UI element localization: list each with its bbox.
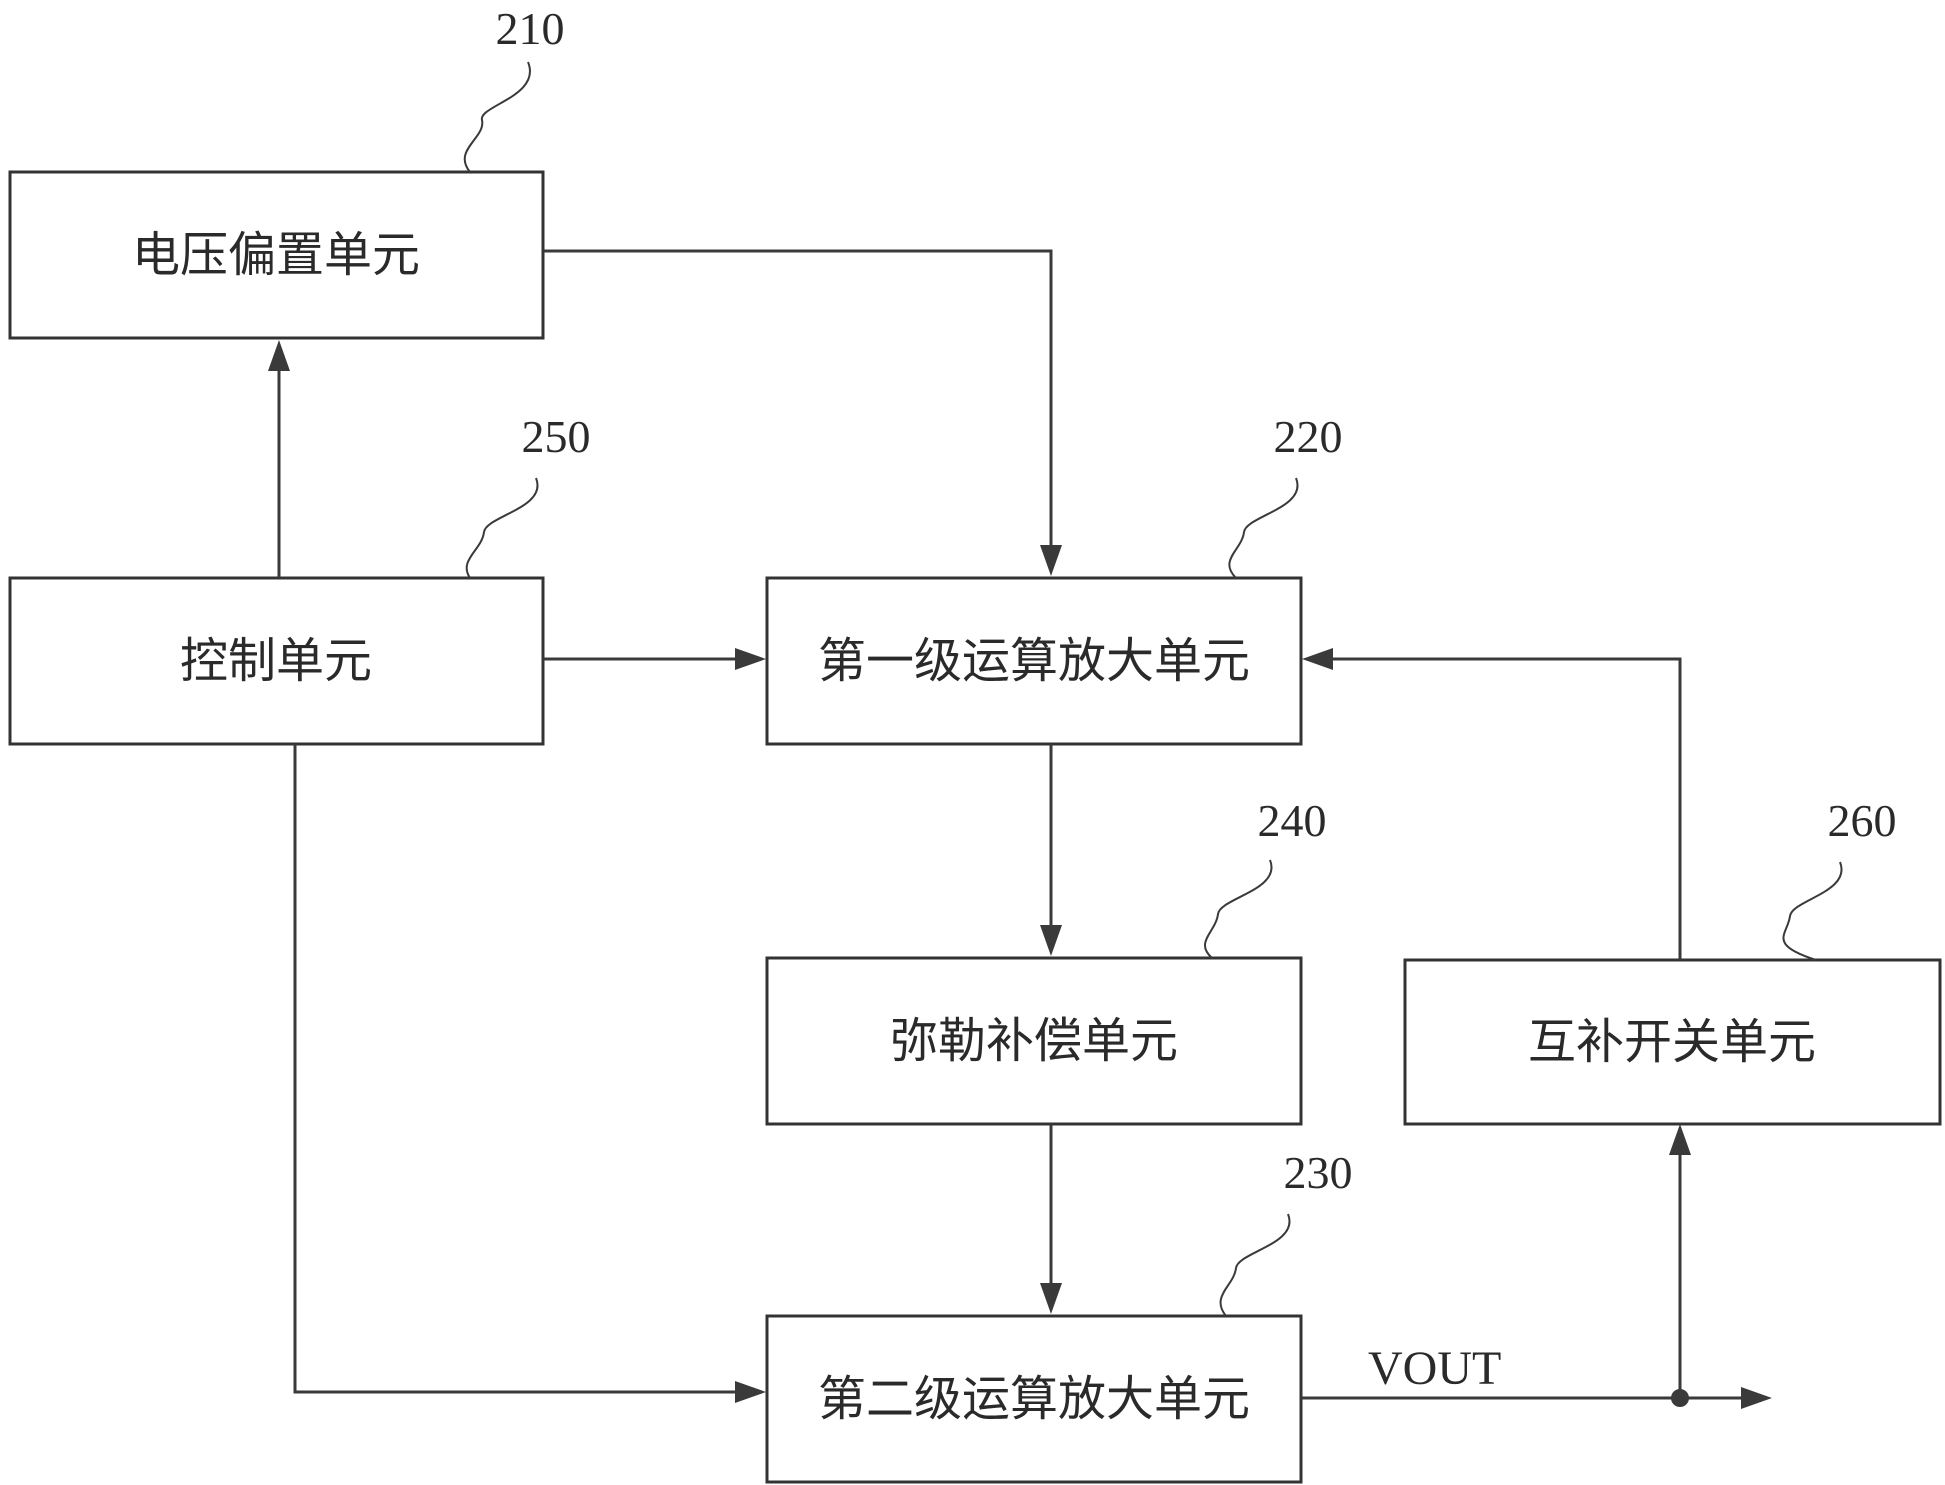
arrowhead-down-icon bbox=[1040, 545, 1062, 576]
ref-220: 220 bbox=[1228, 411, 1343, 579]
second-stage-amp-block: 第二级运算放大单元 bbox=[765, 1314, 1303, 1484]
wire-switch-to-first-stage bbox=[1302, 648, 1682, 960]
voltage-bias-block: 电压偏置单元 bbox=[8, 170, 545, 340]
miller-compensation-block: 弥勒补偿单元 bbox=[765, 956, 1303, 1126]
miller-compensation-label: 弥勒补偿单元 bbox=[890, 1013, 1178, 1069]
ref-250-label: 250 bbox=[522, 411, 591, 462]
wire-voltage-bias-to-first-stage bbox=[543, 249, 1062, 576]
second-stage-amp-label: 第二级运算放大单元 bbox=[818, 1371, 1250, 1427]
arrowhead-up-icon bbox=[1669, 1124, 1691, 1155]
arrowhead-down-icon bbox=[1040, 1283, 1062, 1314]
ref-210-label: 210 bbox=[496, 3, 565, 54]
ref-260: 260 bbox=[1782, 795, 1897, 961]
arrowhead-right-icon bbox=[1741, 1387, 1772, 1409]
ref-230-leader bbox=[1219, 1213, 1291, 1317]
arrowhead-left-icon bbox=[1302, 648, 1333, 670]
ref-240-label: 240 bbox=[1258, 795, 1327, 846]
ref-240: 240 bbox=[1204, 795, 1327, 959]
control-label: 控制单元 bbox=[180, 633, 372, 689]
ref-210: 210 bbox=[463, 3, 565, 173]
ref-250-leader bbox=[465, 477, 539, 579]
control-block: 控制单元 bbox=[8, 576, 545, 746]
ref-240-leader bbox=[1204, 859, 1273, 959]
voltage-bias-label: 电压偏置单元 bbox=[132, 227, 420, 283]
ref-230: 230 bbox=[1219, 1147, 1353, 1317]
ref-230-label: 230 bbox=[1284, 1147, 1353, 1198]
wire-control-to-second-stage bbox=[293, 744, 766, 1403]
wire-miller-to-second-stage bbox=[1040, 1124, 1062, 1314]
wire-control-to-first-stage bbox=[543, 648, 766, 670]
first-stage-amp-label: 第一级运算放大单元 bbox=[818, 633, 1250, 689]
ref-260-leader bbox=[1782, 861, 1843, 961]
arrowhead-right-icon bbox=[735, 648, 766, 670]
ref-220-label: 220 bbox=[1274, 411, 1343, 462]
arrowhead-up-icon bbox=[268, 340, 290, 371]
wire-control-to-voltage-bias bbox=[268, 340, 290, 578]
wire-first-stage-to-miller bbox=[1040, 744, 1062, 956]
wire-vout-to-switch bbox=[1669, 1124, 1691, 1398]
arrowhead-down-icon bbox=[1040, 925, 1062, 956]
arrowhead-right-icon bbox=[735, 1381, 766, 1403]
first-stage-amp-block: 第一级运算放大单元 bbox=[765, 576, 1303, 746]
wire-vout: VOUT bbox=[1301, 1342, 1772, 1409]
complementary-switch-block: 互补开关单元 bbox=[1403, 958, 1942, 1126]
ref-260-label: 260 bbox=[1828, 795, 1897, 846]
ref-220-leader bbox=[1228, 477, 1299, 579]
complementary-switch-label: 互补开关单元 bbox=[1528, 1014, 1816, 1070]
ref-250: 250 bbox=[465, 411, 591, 579]
ref-210-leader bbox=[463, 61, 531, 173]
vout-label: VOUT bbox=[1368, 1342, 1501, 1395]
